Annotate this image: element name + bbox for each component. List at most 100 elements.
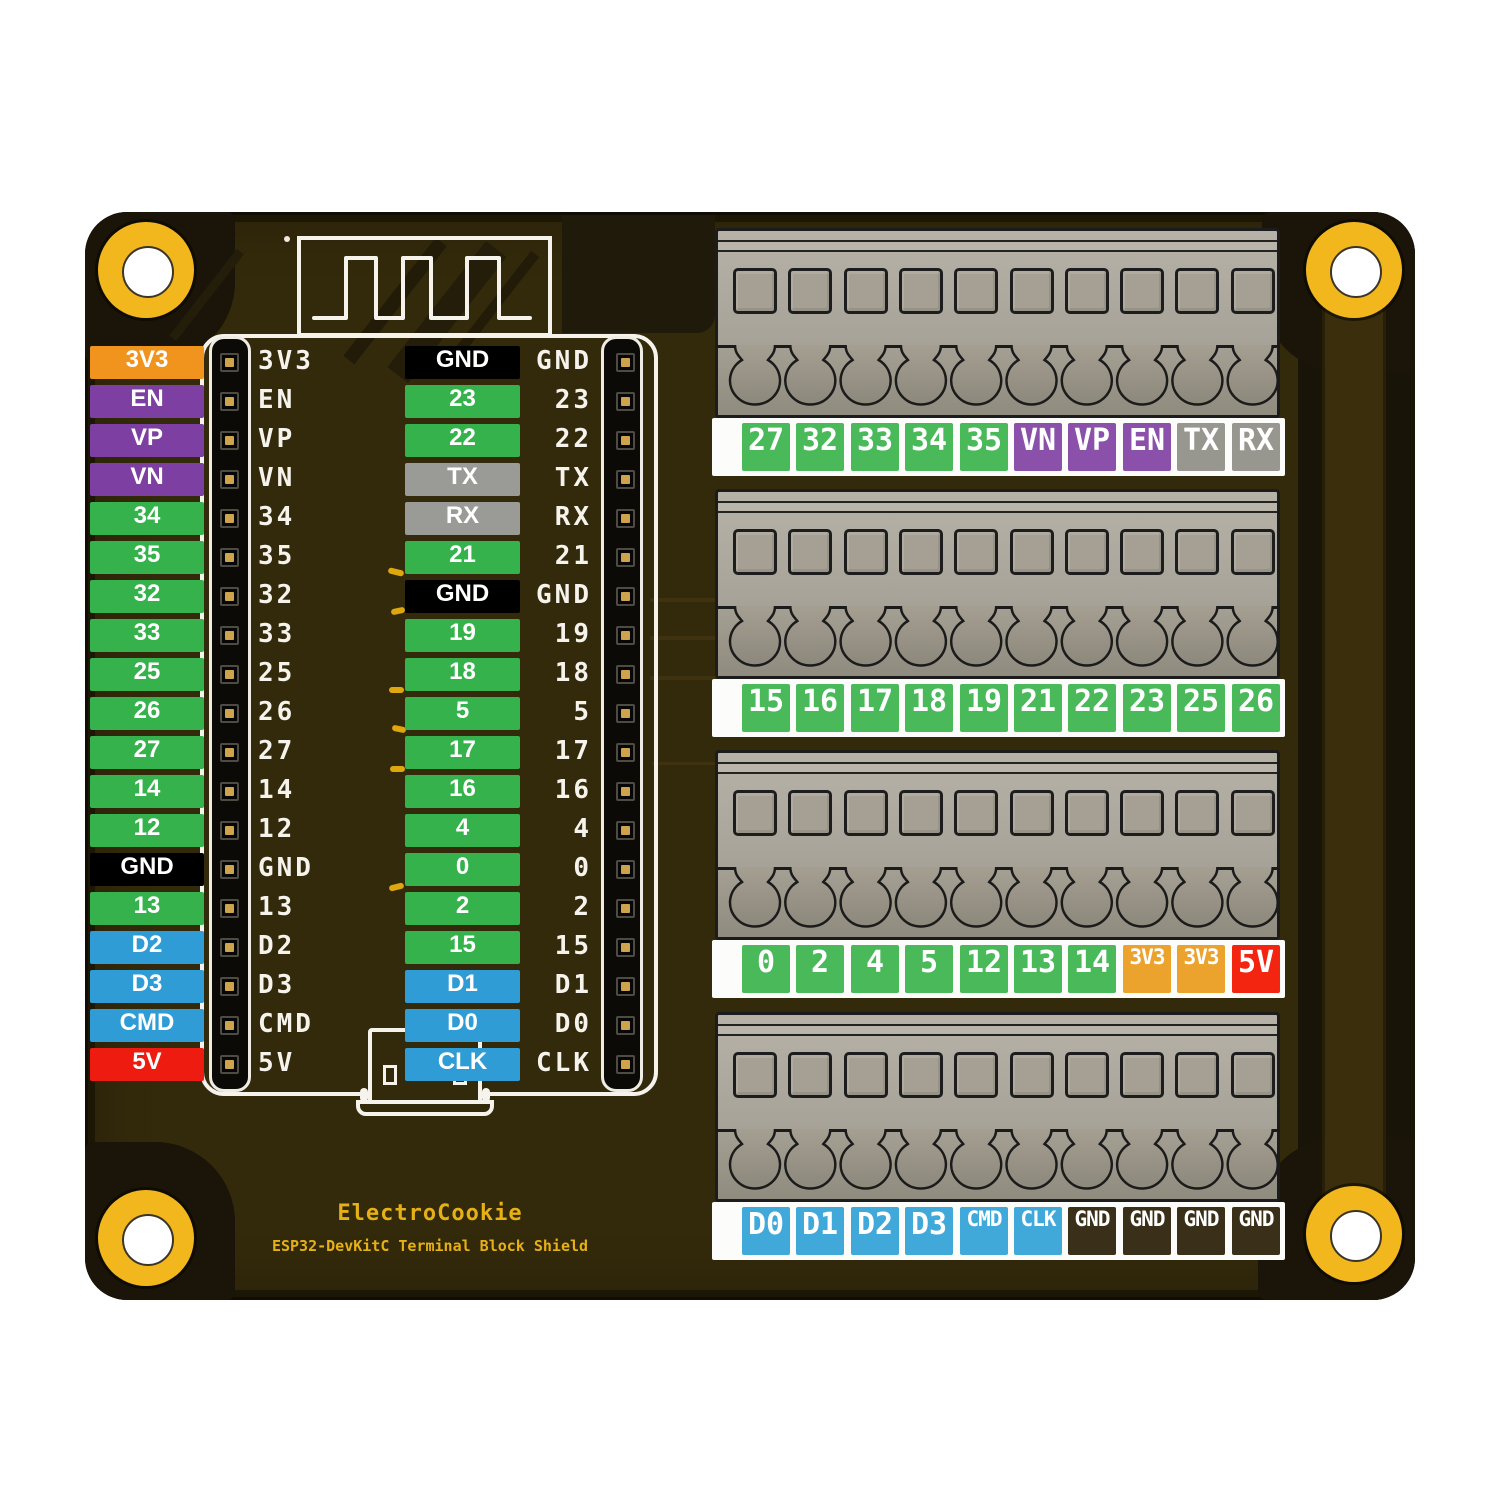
terminal-label-chip: EN [1123,423,1171,471]
header-pad [220,938,239,957]
header-pad [616,821,635,840]
pin-label-chip-center: D1 [405,970,520,1003]
header-pad [220,743,239,762]
pin-label-chip-center: 5 [405,697,520,730]
terminal-label-chip: 27 [742,423,790,471]
terminal-screw-port [844,1052,888,1098]
pin-label-chip-center: 15 [405,931,520,964]
pin-silkscreen-left: 33 [258,619,296,649]
brand-text: ElectroCookie [337,1201,523,1226]
header-pad [616,548,635,567]
pin-label-chip-left: 32 [90,580,204,613]
header-pad [220,1016,239,1035]
terminal-label-chip: 25 [1177,684,1225,732]
header-pad [616,431,635,450]
terminal-screw-port [1010,1052,1054,1098]
terminal-label-chip: 0 [742,945,790,993]
terminal-label-chip: 5V [1232,945,1280,993]
terminal-screw-port [954,268,998,314]
terminal-screw-port [1175,1052,1219,1098]
pin-label-chip-left: 13 [90,892,204,925]
terminal-screw-port [733,268,777,314]
pin-silkscreen-center: CLK [536,1048,592,1078]
terminal-screw-port [1065,1052,1109,1098]
pin-silkscreen-center: 23 [554,385,592,415]
header-pad [220,1055,239,1074]
terminal-screw-port [1231,529,1275,575]
pin-label-chip-left: 27 [90,736,204,769]
pin-silkscreen-center: D1 [554,970,592,1000]
terminal-screw-port [899,1052,943,1098]
terminal-label-chip: D1 [796,1207,844,1255]
pin-silkscreen-left: CMD [258,1009,314,1039]
pin-label-chip-center: 0 [405,853,520,886]
terminal-label-chip: GND [1232,1207,1280,1255]
terminal-screw-port [1010,268,1054,314]
pin-silkscreen-center: GND [536,580,592,610]
pin-silkscreen-center: GND [536,346,592,376]
terminal-wire-clamps [715,867,1280,928]
pin-label-chip-center: 18 [405,658,520,691]
pin-label-chip-center: 19 [405,619,520,652]
pin-label-chip-center: 2 [405,892,520,925]
usb-connector-foot [360,1088,368,1102]
pin-label-chip-left: 26 [90,697,204,730]
header-pad [220,665,239,684]
terminal-label-chip: 21 [1014,684,1062,732]
header-pad [616,470,635,489]
pin-silkscreen-left: EN [258,385,296,415]
pin-label-chip-left: 5V [90,1048,204,1081]
pin-silkscreen-center: 17 [554,736,592,766]
terminal-screw-port [899,790,943,836]
pin-silkscreen-left: 26 [258,697,296,727]
pin-silkscreen-left: 35 [258,541,296,571]
pin-label-chip-left: D3 [90,970,204,1003]
mounting-hole [1306,1186,1402,1282]
pcb-trace [650,636,716,640]
terminal-label-chip: 12 [960,945,1008,993]
pin-silkscreen-center: TX [554,463,592,493]
terminal-label-chip: 14 [1068,945,1116,993]
pin-label-chip-left: CMD [90,1009,204,1042]
pin-silkscreen-left: GND [258,853,314,883]
pin-silkscreen-left: 5V [258,1048,296,1078]
header-pad [220,977,239,996]
pin-silkscreen-center: 19 [554,619,592,649]
terminal-label-chip: D2 [851,1207,899,1255]
terminal-screw-port [1065,268,1109,314]
terminal-screw-port [1120,1052,1164,1098]
terminal-screw-port [1231,1052,1275,1098]
pin-silkscreen-center: 18 [554,658,592,688]
terminal-label-chip: 4 [851,945,899,993]
pin-silkscreen-left: D3 [258,970,296,1000]
terminal-label-chip: TX [1177,423,1225,471]
terminal-screw-port [733,1052,777,1098]
terminal-label-chip: 32 [796,423,844,471]
terminal-screw-port [733,790,777,836]
terminal-label-chip: 16 [796,684,844,732]
mounting-hole [1306,222,1402,318]
terminal-screw-port [788,529,832,575]
pcb-trace [650,676,716,680]
usb-connector-tab [383,1065,397,1085]
terminal-screw-port [844,268,888,314]
terminal-screw-port [1010,790,1054,836]
header-pad [616,1055,635,1074]
pin-label-chip-left: 12 [90,814,204,847]
pin-label-chip-left: GND [90,853,204,886]
terminal-label-chip: 18 [905,684,953,732]
pin-label-chip-left: 33 [90,619,204,652]
terminal-screw-port [1120,268,1164,314]
terminal-screw-port [899,529,943,575]
terminal-label-chip: 34 [905,423,953,471]
terminal-label-chip: 3V3 [1177,945,1225,993]
pin-label-chip-center: 23 [405,385,520,418]
header-pad [616,860,635,879]
terminal-label-chip: 15 [742,684,790,732]
pin-silkscreen-left: D2 [258,931,296,961]
pin-label-chip-center: 4 [405,814,520,847]
pin-silkscreen-left: 12 [258,814,296,844]
